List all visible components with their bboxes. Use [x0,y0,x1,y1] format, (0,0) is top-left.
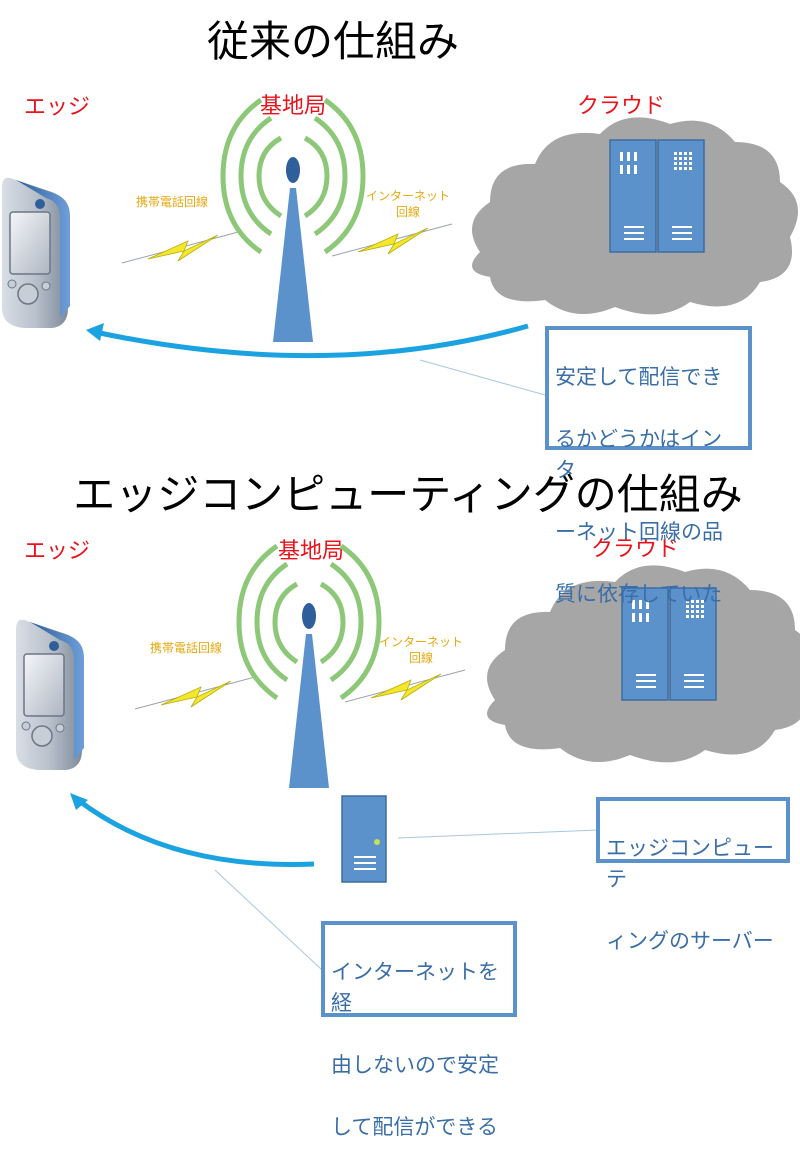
server-note-connector [397,829,599,839]
top-mobile-device-icon [1,176,71,329]
diagram-canvas: 従来の仕組み エッジ 基地局 クラウド 携帯電話回線 インターネット 回線 エッ… [1,17,800,971]
top-delivery-arrow [94,323,529,359]
top-cloud-label: クラウド [577,94,665,119]
top-note-line-2: るかどうかはインタ [555,427,723,482]
route-note-connector [214,869,323,971]
bottom-internet-line-label-1: インターネット [379,635,463,649]
edge-server-icon [341,795,387,883]
bottom-cloud-label: クラウド [591,537,679,562]
bottom-mobile-line-bolt-icon [134,676,256,710]
top-note-line-3: ーネット回線の品 [555,520,723,544]
top-edge-label: エッジ [24,95,90,120]
route-note-line-3: して配信ができる [331,1115,498,1139]
bottom-delivery-arrow-head [70,793,88,810]
top-internet-line-label-2: 回線 [396,204,420,219]
server-note-line-1: エッジコンピューテ [606,836,774,891]
top-stability-note: 安定して配信でき るかどうかはインタ ーネット回線の品 質に依存していた [545,326,752,606]
top-note-line-4: 質に依存していた [555,582,723,606]
bottom-base-station-label: 基地局 [278,539,344,564]
bottom-title: エッジコンピューティングの仕組み [73,470,742,519]
top-note-connector [419,359,546,396]
bottom-edge-label: エッジ [24,539,90,564]
route-note: インターネットを経 由しないので安定 して配信ができる [321,921,517,1139]
top-title: 従来の仕組み [207,17,459,66]
bottom-antenna-tower-icon [239,546,379,788]
server-note-line-2: ィングのサーバー [606,929,774,953]
top-antenna-tower-icon [223,100,363,342]
bottom-mobile-line-label: 携帯電話回線 [150,640,222,655]
edge-server-note: エッジコンピューテ ィングのサーバー [596,797,790,953]
route-note-line-2: 由しないので安定 [331,1053,499,1077]
bottom-internet-line-label-2: 回線 [409,650,433,665]
top-internet-line-label-1: インターネット [366,189,450,203]
top-mobile-line-bolt-icon [121,230,243,264]
top-delivery-arrow-head [86,323,104,341]
top-base-station-label: 基地局 [260,94,326,119]
top-note-line-1: 安定して配信でき [555,365,723,389]
top-mobile-line-label: 携帯電話回線 [136,194,208,209]
bottom-mobile-device-icon [15,618,85,771]
route-note-line-1: インターネットを経 [331,960,499,1015]
bottom-delivery-arrow [76,798,315,867]
